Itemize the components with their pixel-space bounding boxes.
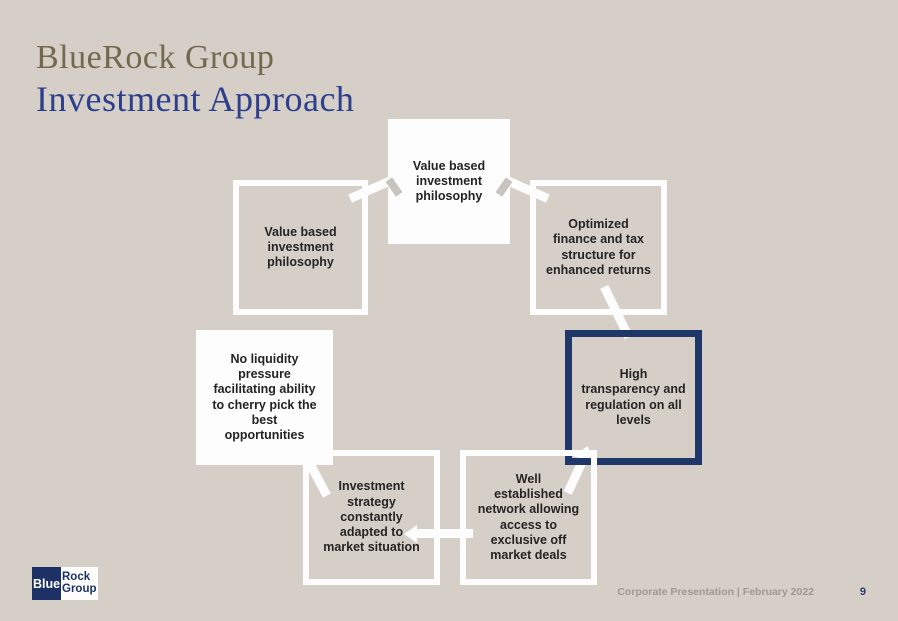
- arrowhead-left-icon: [404, 525, 417, 543]
- logo-white-segment: Rock Group: [61, 567, 98, 600]
- page-title: Investment Approach: [36, 79, 355, 119]
- company-title: BlueRock Group: [36, 39, 275, 76]
- logo-blue-segment: Blue: [32, 567, 61, 600]
- box-optimized-finance: Optimized finance and tax structure for …: [530, 180, 667, 315]
- box-value-based-top: Value based investment philosophy: [388, 119, 510, 244]
- logo-group-text: Group: [62, 582, 97, 595]
- box-no-liquidity-pressure: No liquidity pressure facilitating abili…: [196, 330, 333, 465]
- box-investment-strategy: Investment strategy constantly adapted t…: [303, 450, 440, 585]
- box-high-transparency: High transparency and regulation on all …: [565, 330, 702, 465]
- box-well-established-network: Well established network allowing access…: [460, 450, 597, 585]
- box-value-based-left: Value based investment philosophy: [233, 180, 368, 315]
- logo-rock-text: Rock: [62, 571, 91, 583]
- footer-caption: Corporate Presentation | February 2022: [617, 586, 814, 598]
- bluerock-logo: Blue Rock Group: [32, 567, 98, 600]
- title-block: BlueRock Group Investment Approach: [36, 38, 354, 120]
- connector-bottom-right-to-bottom-left: [415, 529, 473, 538]
- page-number: 9: [859, 586, 866, 598]
